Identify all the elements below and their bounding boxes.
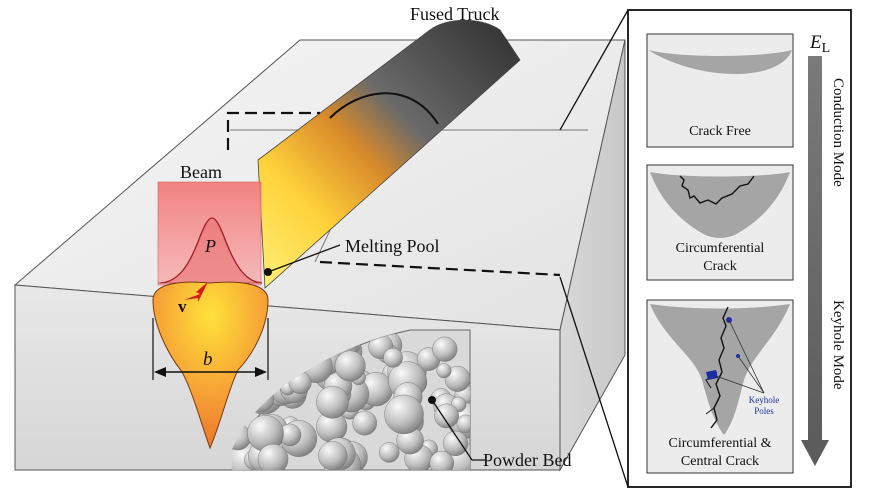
case-circumferential-crack: Circumferential Crack: [646, 164, 794, 281]
powder-particle: [383, 347, 403, 368]
powder-particle: [442, 430, 469, 456]
keyhole-pointer: [728, 319, 765, 394]
powder-particle: [444, 365, 470, 392]
beam-power-symbol: P: [204, 236, 216, 256]
powder-particle: [429, 450, 454, 470]
central-crack: [710, 306, 729, 429]
circumferential-crack: [679, 175, 755, 205]
powder-particle: [432, 336, 458, 362]
width-arrowhead-right: [255, 367, 267, 377]
fused-track-body: [257, 19, 521, 289]
beam-label: Beam: [180, 162, 222, 182]
cross-section-panel: Crack Free Circumferential Crack Keyhole…: [627, 9, 852, 488]
powder-bed-callout: Powder Bed: [428, 396, 572, 470]
melting-pool-label: Melting Pool: [345, 236, 440, 256]
zoom-connector-bottom: [559, 276, 629, 488]
fused-track-cut-line: [329, 92, 439, 125]
powder-bed-label: Powder Bed: [483, 450, 572, 470]
powder-particle: [257, 443, 289, 470]
case-frame: [646, 33, 794, 148]
keyhole-label-line2: Poles: [754, 406, 774, 416]
case-title-line2: Central Crack: [681, 454, 759, 469]
powder-particle: [352, 410, 378, 436]
melting-pool-callout: Melting Pool: [264, 236, 440, 276]
keyhole-pointer: [715, 375, 765, 394]
melt-pool-dashed-outline: [226, 111, 561, 277]
case-title-line2: Crack: [703, 259, 736, 274]
conduction-section: [648, 50, 792, 74]
width-symbol: b: [203, 349, 213, 370]
energy-arrow: EL Conduction Mode Keyhole Mode: [801, 32, 846, 466]
keyhole-pole-marker: [706, 370, 718, 380]
fused-track: [257, 19, 521, 289]
melting-pool: v b: [152, 281, 269, 450]
velocity-arrow-icon: [184, 282, 208, 302]
velocity-symbol: v: [178, 297, 187, 316]
keyhole-section: [650, 304, 790, 435]
energy-subscript: L: [822, 41, 831, 56]
zoom-connector-top: [559, 9, 629, 131]
powder-particle: [318, 441, 348, 470]
case-title-line1: Circumferential: [676, 241, 765, 256]
width-arrowhead-left: [154, 367, 166, 377]
fused-track-label: Fused Truck: [410, 4, 500, 24]
energy-arrow-shaft: [808, 56, 822, 441]
case-title-line1: Circumferential &: [668, 436, 771, 451]
powder-particle: [316, 385, 349, 419]
case-crack-free: Crack Free: [646, 33, 794, 148]
keyhole-mode-label: Keyhole Mode: [830, 300, 846, 390]
case-central-crack: Keyhole Poles Circumferential & Central …: [646, 299, 794, 474]
powder-particle: [456, 414, 470, 434]
case-title: Crack Free: [689, 124, 751, 139]
laser-beam: P: [157, 181, 263, 286]
keyhole-label-line1: Keyhole: [749, 395, 780, 405]
powder-particle: [379, 442, 400, 463]
energy-symbol: EL: [809, 32, 830, 56]
powder-particles: [232, 330, 470, 470]
keyhole-pointer: [737, 355, 765, 394]
beam-gaussian-profile: [159, 217, 263, 284]
powder-particle: [434, 403, 459, 429]
powder-particle: [436, 363, 452, 379]
conduction-mode-label: Conduction Mode: [830, 78, 846, 187]
energy-arrowhead-icon: [801, 440, 829, 466]
powder-particle: [334, 350, 366, 382]
powder-particle: [384, 394, 424, 435]
